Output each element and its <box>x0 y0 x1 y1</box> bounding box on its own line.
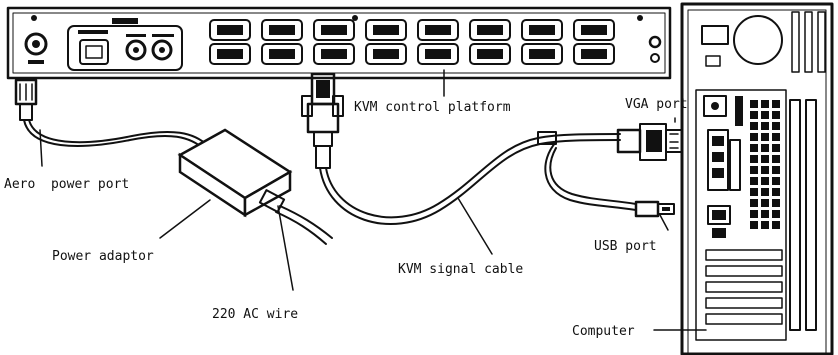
kvm-port-bank <box>209 19 615 65</box>
vga-port-socket <box>469 19 511 41</box>
label-kvm-signal-cable: KVM signal cable <box>398 262 523 277</box>
vent-square <box>761 144 769 152</box>
kvm-control-platform <box>6 6 672 80</box>
vent-square <box>772 144 780 152</box>
vent-square <box>750 166 758 174</box>
vga-port-socket <box>469 43 511 65</box>
usb-connector <box>634 200 675 218</box>
vent-square <box>761 210 769 218</box>
vent-square <box>772 210 780 218</box>
label-kvm-control-platform: KVM control platform <box>354 100 511 115</box>
vga-port-socket <box>261 43 303 65</box>
vent-square <box>750 100 758 108</box>
vent-square <box>761 188 769 196</box>
vga-port-socket <box>365 19 407 41</box>
vent-square <box>750 188 758 196</box>
vga-port-socket <box>313 43 355 65</box>
vent-square <box>772 166 780 174</box>
vent-square <box>761 155 769 163</box>
vent-square <box>772 199 780 207</box>
vga-port-socket <box>209 19 251 41</box>
vent-square <box>772 111 780 119</box>
kvm-vga-plug <box>301 72 344 169</box>
vent-square <box>772 155 780 163</box>
vent-square <box>750 199 758 207</box>
vent-square <box>761 199 769 207</box>
dc-power-cable <box>23 119 206 151</box>
vga-port-socket <box>573 19 615 41</box>
vent-square <box>761 177 769 185</box>
vga-port-socket <box>209 43 251 65</box>
kvm-signal-cable <box>319 139 621 225</box>
vga-port-socket <box>573 43 615 65</box>
label-power-adaptor: Power adaptor <box>52 249 154 264</box>
vent-square <box>761 111 769 119</box>
vga-port-socket <box>521 19 563 41</box>
leader-lines <box>39 69 707 331</box>
vga-connector <box>616 123 683 161</box>
vent-square <box>761 221 769 229</box>
power-adaptor <box>177 128 293 218</box>
vent-square <box>772 177 780 185</box>
vga-port-socket <box>261 19 303 41</box>
vent-square <box>761 100 769 108</box>
vga-port-socket <box>365 43 407 65</box>
vent-square <box>750 111 758 119</box>
vent-square <box>772 221 780 229</box>
vent-square <box>761 166 769 174</box>
vent-square <box>761 133 769 141</box>
label-vga-port: VGA port <box>625 97 688 112</box>
label-aero-power-port: Aero power port <box>4 177 129 192</box>
vent-square <box>772 188 780 196</box>
label-computer: Computer <box>572 324 635 339</box>
label-usb-port: USB port <box>594 239 657 254</box>
vent-square <box>750 144 758 152</box>
aero-power-plug <box>14 78 38 121</box>
vga-port-socket <box>417 43 459 65</box>
vent-square <box>750 177 758 185</box>
vent-square <box>750 221 758 229</box>
vga-port-socket <box>417 19 459 41</box>
vent-square <box>750 155 758 163</box>
vent-square <box>772 122 780 130</box>
vent-square <box>761 122 769 130</box>
vent-square <box>772 133 780 141</box>
vent-square <box>772 100 780 108</box>
vent-square <box>750 122 758 130</box>
vga-port-socket <box>313 19 355 41</box>
vga-port-socket <box>521 43 563 65</box>
ac-wire <box>279 205 333 239</box>
vent-square <box>750 133 758 141</box>
vent-square <box>750 210 758 218</box>
label-220-ac-wire: 220 AC wire <box>212 307 298 322</box>
computer-tower <box>680 2 834 355</box>
computer-io-grid <box>750 100 780 229</box>
